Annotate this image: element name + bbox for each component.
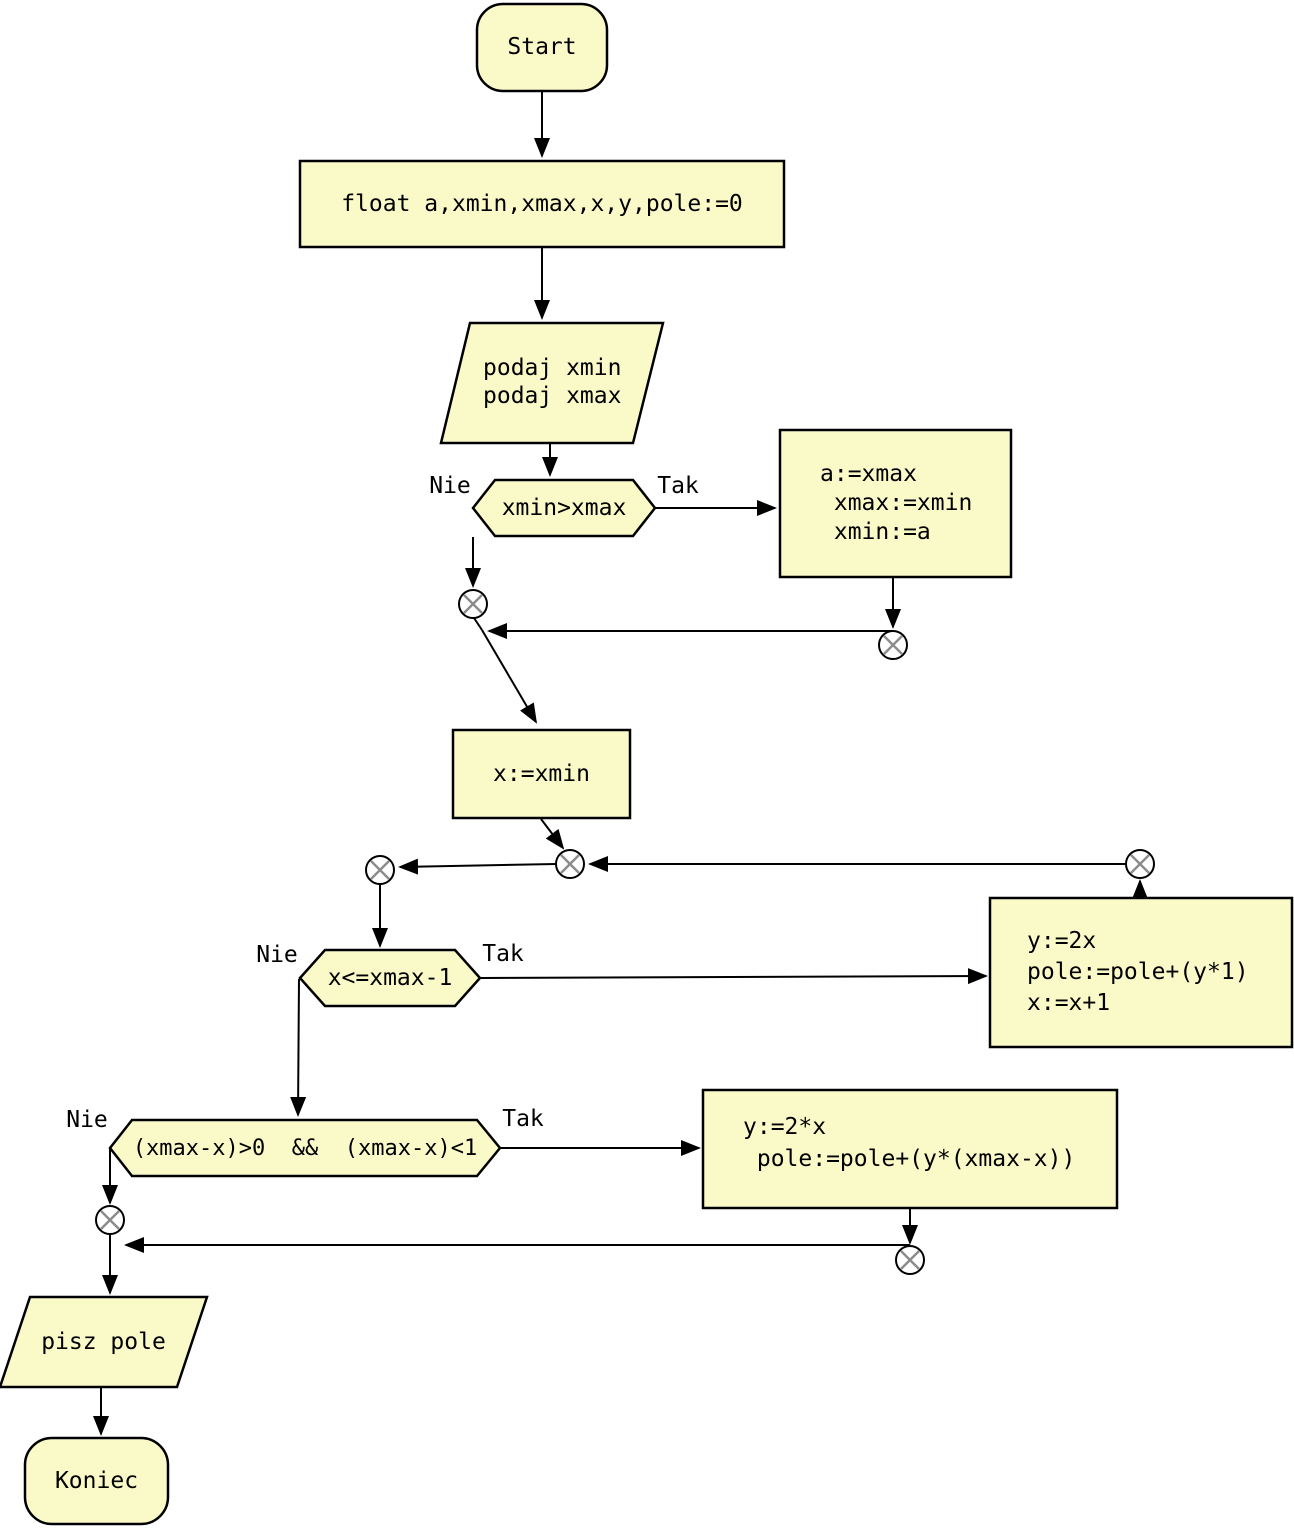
decision3-node-label: (xmax-x)>0 && (xmax-x)<1 xyxy=(132,1135,478,1161)
connector-icon xyxy=(895,1245,925,1275)
flow-merge-initx xyxy=(481,629,538,724)
decision3-node-shape xyxy=(108,1118,502,1178)
initx-node-shape xyxy=(451,728,632,820)
flow-initx-connector xyxy=(540,818,565,850)
initx-node-label: x:=xmin xyxy=(493,760,590,787)
connector-icon xyxy=(1125,849,1155,879)
connector-icon xyxy=(555,849,585,879)
loopbody-node-shape xyxy=(988,896,1294,1049)
connector-icon xyxy=(95,1205,125,1235)
flow-merge-left xyxy=(398,858,557,875)
decision1-no-label: Nie xyxy=(429,472,471,499)
fracbody-node-shape xyxy=(701,1088,1119,1210)
flow-connector-junction xyxy=(473,617,483,631)
input-node-label: podaj xmin podaj xmax xyxy=(483,355,622,409)
declare-node-shape xyxy=(298,159,786,249)
swap-node-label: a:=xmax xmax:=xmin xmin:=a xyxy=(820,461,973,545)
output-node-label: pisz pole xyxy=(41,1328,166,1355)
end-node-shape xyxy=(23,1436,170,1526)
flow-decision2-nie xyxy=(290,978,307,1117)
decision2-node-shape xyxy=(298,948,482,1008)
flow-decision2-tak xyxy=(480,968,988,985)
decision3-yes-label: Tak xyxy=(502,1105,544,1132)
loopbody-node-label: y:=2x pole:=pole+(y*1) x:=x+1 xyxy=(1027,928,1249,1016)
decision2-yes-label: Tak xyxy=(482,940,524,967)
start-node-shape xyxy=(475,2,609,93)
fracbody-node-label: y:=2*x pole:=pole+(y*(xmax-x)) xyxy=(743,1114,1076,1172)
decision1-yes-label: Tak xyxy=(657,472,699,499)
end-node-label: Koniec xyxy=(54,1467,139,1494)
output-node-shape xyxy=(0,1295,209,1389)
connector-icon xyxy=(458,589,488,619)
start-node-label: Start xyxy=(507,34,577,60)
connector-icons xyxy=(95,589,1155,1275)
input-node-shape xyxy=(439,321,665,445)
decision1-node-label: xmin>xmax xyxy=(501,494,627,521)
decision2-no-label: Nie xyxy=(256,941,298,968)
decision3-no-label: Nie xyxy=(66,1106,108,1133)
flow-lines xyxy=(93,91,1148,1436)
declare-node-label: float a,xmin,xmax,x,y,pole:=0 xyxy=(341,190,743,217)
swap-node-shape xyxy=(778,428,1013,579)
decision2-node-label: x<=xmax-1 xyxy=(327,964,453,991)
connector-icon xyxy=(878,630,908,660)
connector-icon xyxy=(365,855,395,885)
decision1-node-shape xyxy=(471,478,657,538)
